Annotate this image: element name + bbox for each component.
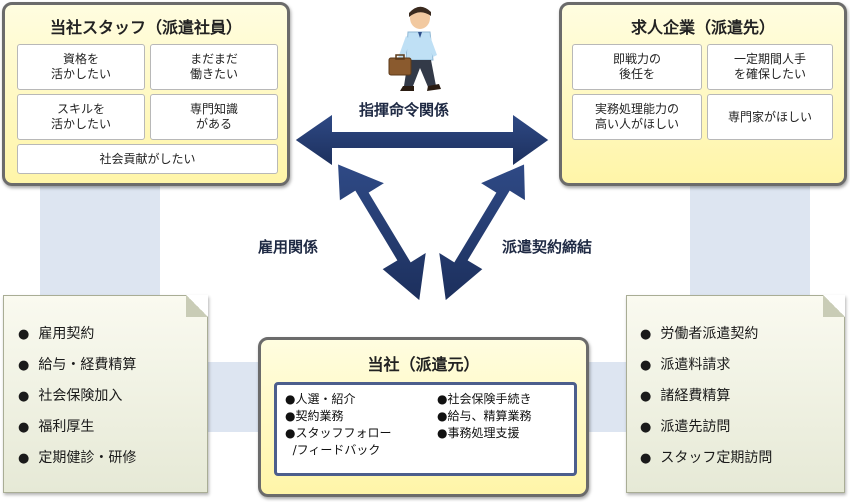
client-need-specialist: 専門家がほしい: [707, 94, 833, 140]
relation-label-employment: 雇用関係: [258, 238, 319, 256]
client-panel-title: 求人企業（派遣先）: [630, 18, 775, 37]
list-item: スタッフ定期訪問: [640, 443, 772, 474]
client-need-temporary-staff: 一定期間人手 を確保したい: [707, 44, 833, 90]
arrow-employment: [335, 161, 429, 304]
duty-item: /フィードバック: [285, 443, 381, 457]
list-item: 雇用契約: [18, 319, 136, 350]
list-item: 福利厚生: [18, 412, 136, 443]
list-item: 派遣料請求: [640, 350, 772, 381]
staff-panel: 当社スタッフ（派遣社員） 資格を 活かしたい まだまだ 働きたい スキルを 活か…: [2, 2, 290, 186]
company-duties-box: ●人選・紹介 ●契約業務 ●スタッフフォロー /フィードバック ●社会保険手続き…: [274, 382, 577, 476]
note-folded-corner: [823, 295, 845, 317]
list-item: 定期健診・研修: [18, 443, 136, 474]
list-item: 派遣先訪問: [640, 412, 772, 443]
connector-right: [690, 185, 810, 295]
dispatch-duties-note: 労働者派遣契約 派遣料請求 諸経費精算 派遣先訪問 スタッフ定期訪問: [626, 295, 845, 493]
employment-duties-note: 雇用契約 給与・経費精算 社会保険加入 福利厚生 定期健診・研修: [3, 295, 208, 493]
arrow-command: [292, 111, 552, 169]
staff-panel-title: 当社スタッフ（派遣社員）: [49, 18, 242, 37]
list-item: 社会保険加入: [18, 381, 136, 412]
duty-item: ●人選・紹介: [285, 392, 356, 406]
staff-wish-use-skills: スキルを 活かしたい: [17, 94, 145, 140]
dispatch-duties-list: 労働者派遣契約 派遣料請求 諸経費精算 派遣先訪問 スタッフ定期訪問: [640, 319, 772, 474]
staff-wish-qualification: 資格を 活かしたい: [17, 44, 145, 90]
arrow-dispatch-contract: [436, 161, 528, 304]
duty-item: ●スタッフフォロー: [285, 426, 392, 440]
client-panel: 求人企業（派遣先） 即戦力の 後任を 一定期間人手 を確保したい 実務処理能力の…: [559, 2, 847, 186]
duty-item: ●契約業務: [285, 409, 344, 423]
relation-label-dispatch: 派遣契約締結: [502, 238, 593, 256]
list-item: 労働者派遣契約: [640, 319, 772, 350]
list-item: 諸経費精算: [640, 381, 772, 412]
company-duties-left: ●人選・紹介 ●契約業務 ●スタッフフォロー /フィードバック: [285, 391, 391, 458]
company-panel: 当社（派遣元） ●人選・紹介 ●契約業務 ●スタッフフォロー /フィードバック …: [258, 337, 589, 497]
client-need-successor: 即戦力の 後任を: [572, 44, 702, 90]
company-panel-title: 当社（派遣元）: [367, 355, 480, 374]
staff-wish-expertise: 専門知識 がある: [150, 94, 278, 140]
client-need-capable-staff: 実務処理能力の 高い人がほしい: [572, 94, 702, 140]
duty-item: ●事務処理支援: [437, 426, 520, 440]
employment-duties-list: 雇用契約 給与・経費精算 社会保険加入 福利厚生 定期健診・研修: [18, 319, 136, 474]
duty-item: ●社会保険手続き: [437, 392, 532, 406]
connector-left: [40, 185, 160, 295]
staff-wish-keep-working: まだまだ 働きたい: [150, 44, 278, 90]
staff-wish-contribute: 社会貢献がしたい: [17, 144, 278, 174]
relation-label-command: 指揮命令関係: [359, 101, 450, 119]
note-folded-corner: [186, 295, 208, 317]
duty-item: ●給与、精算業務: [437, 409, 532, 423]
company-duties-right: ●社会保険手続き ●給与、精算業務 ●事務処理支援: [437, 391, 531, 441]
list-item: 給与・経費精算: [18, 350, 136, 381]
